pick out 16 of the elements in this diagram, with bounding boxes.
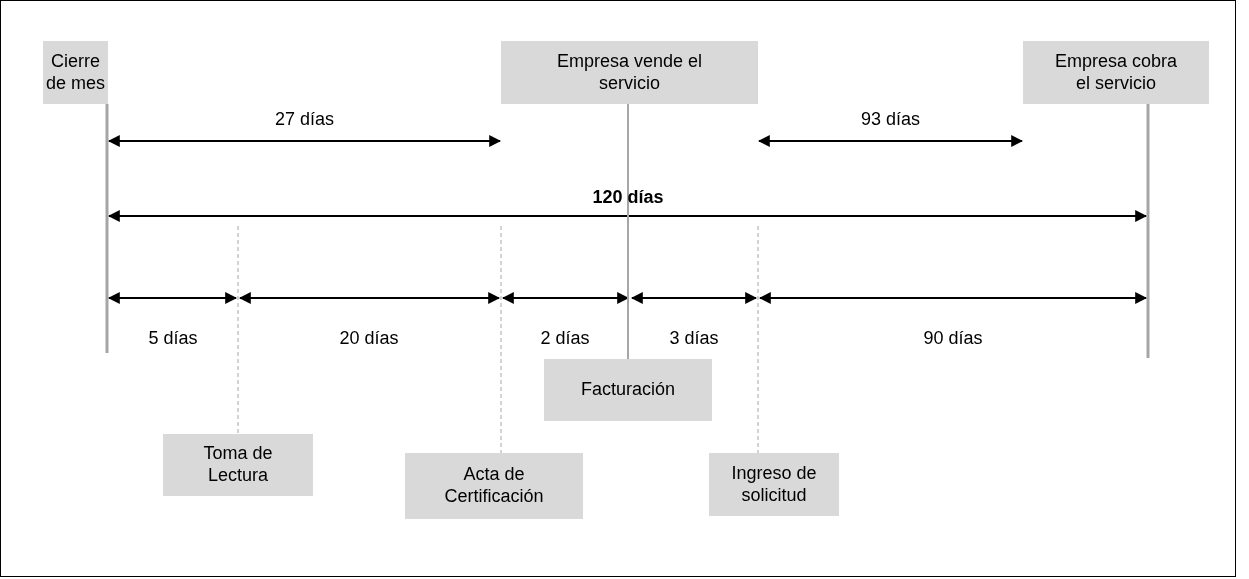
duration-label: 5 días	[148, 328, 198, 349]
duration-label: 20 días	[339, 328, 399, 349]
duration-label: 3 días	[669, 328, 719, 349]
event-box: Acta de Certificación	[405, 453, 583, 519]
event-box: Facturación	[544, 359, 712, 421]
event-box: Toma de Lectura	[163, 434, 313, 496]
duration-label: 120 días	[592, 187, 664, 208]
duration-label: 90 días	[923, 328, 983, 349]
event-box: Ingreso de solicitud	[709, 453, 839, 516]
event-box: Cierre de mes	[43, 41, 108, 104]
duration-label: 2 días	[540, 328, 590, 349]
arrow	[757, 135, 1024, 147]
connector-line	[627, 103, 629, 360]
event-box: Empresa vende el servicio	[501, 41, 758, 104]
event-box: Empresa cobra el servicio	[1023, 41, 1209, 104]
arrow	[107, 135, 502, 147]
